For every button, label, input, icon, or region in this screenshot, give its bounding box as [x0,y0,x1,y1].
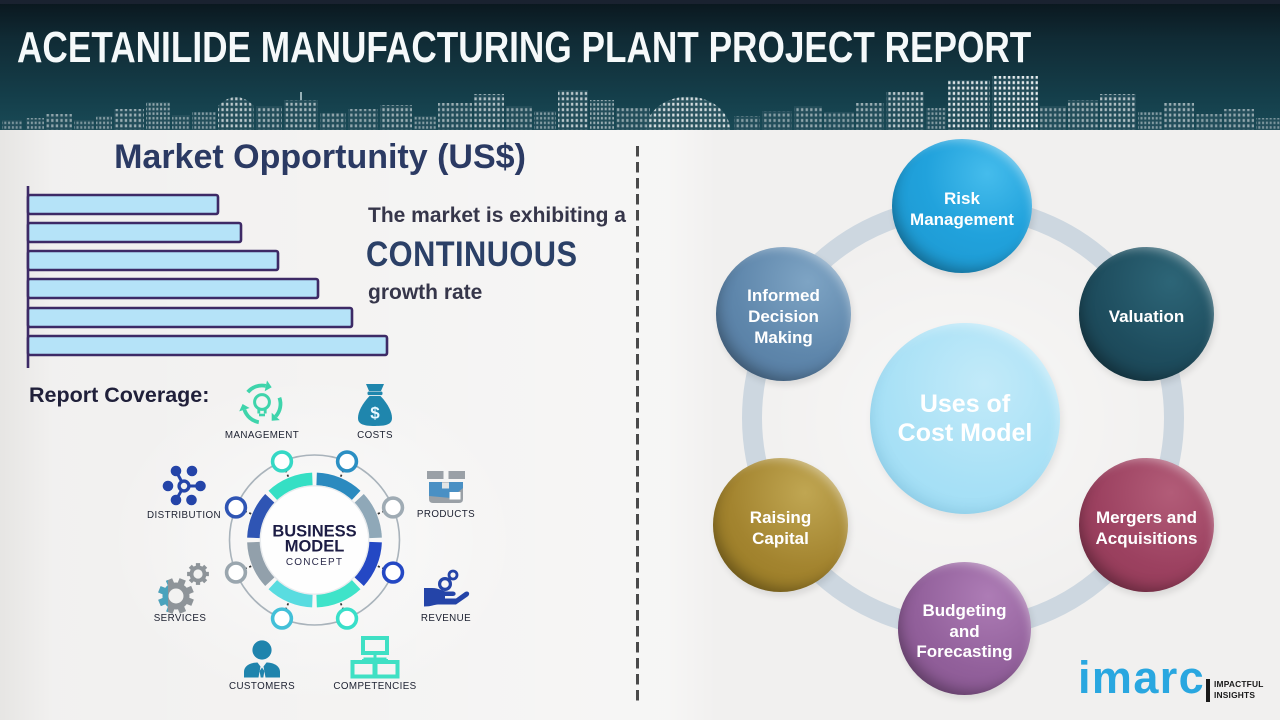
svg-text:MODEL: MODEL [285,538,345,556]
svg-text:$: $ [370,404,380,423]
svg-text:BUSINESS: BUSINESS [272,523,356,541]
svg-text:CONCEPT: CONCEPT [286,557,343,568]
